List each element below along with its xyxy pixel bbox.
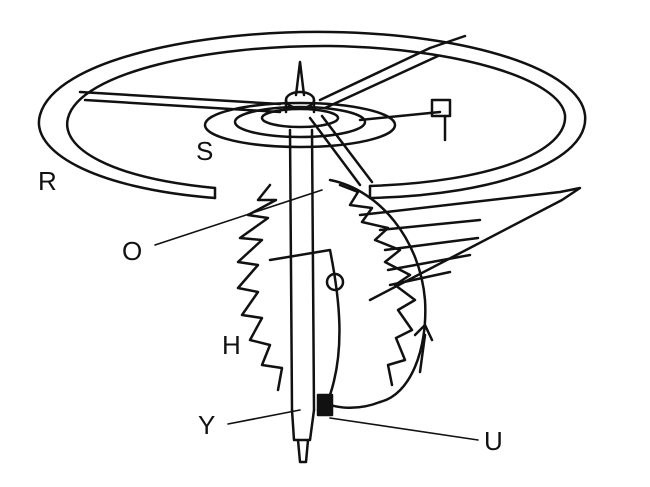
balance-wheel-spokes: [78, 34, 467, 187]
escape-pinion: [325, 186, 582, 302]
label-Y: Y: [198, 410, 216, 440]
label-H: H: [222, 330, 241, 360]
leader-line-Y: [227, 409, 301, 425]
balance-staff: [284, 60, 316, 464]
balance-wheel-rim: [37, 30, 587, 200]
label-U: U: [484, 426, 503, 456]
cylinder: [316, 393, 334, 417]
escape-wheel: [236, 178, 434, 409]
label-S: S: [196, 136, 214, 166]
label-R: R: [38, 166, 57, 196]
leader-line-O: [154, 189, 323, 246]
leader-lines: [154, 189, 479, 441]
leader-line-U: [329, 417, 479, 441]
label-O: O: [122, 236, 143, 266]
